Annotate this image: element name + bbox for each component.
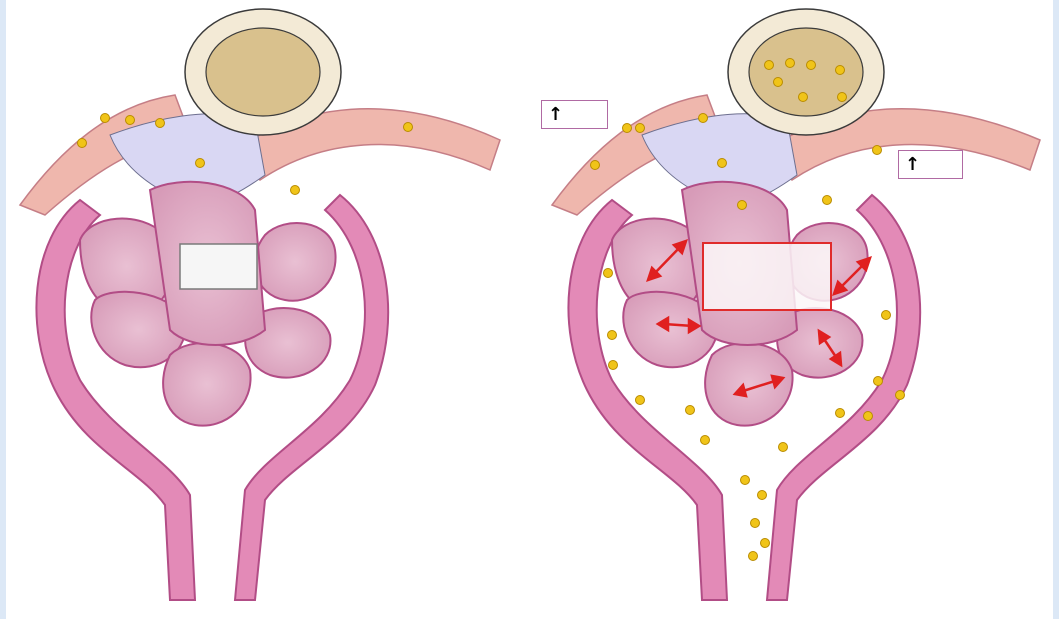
right-center-highlight-box: [703, 243, 831, 310]
right-upper-right-label-box: ↑: [898, 150, 963, 179]
right-panel: [552, 9, 1040, 600]
up-arrow-icon: ↑: [905, 154, 920, 175]
left-capillary-tuft: [80, 182, 336, 426]
left-panel: [20, 9, 500, 600]
up-arrow-icon: ↑: [548, 104, 563, 125]
right-upper-left-label-box: ↑: [541, 100, 608, 129]
left-macula-densa-lumen: [206, 28, 320, 116]
left-center-label-box: [180, 244, 257, 289]
right-macula-densa-lumen: [749, 28, 863, 116]
